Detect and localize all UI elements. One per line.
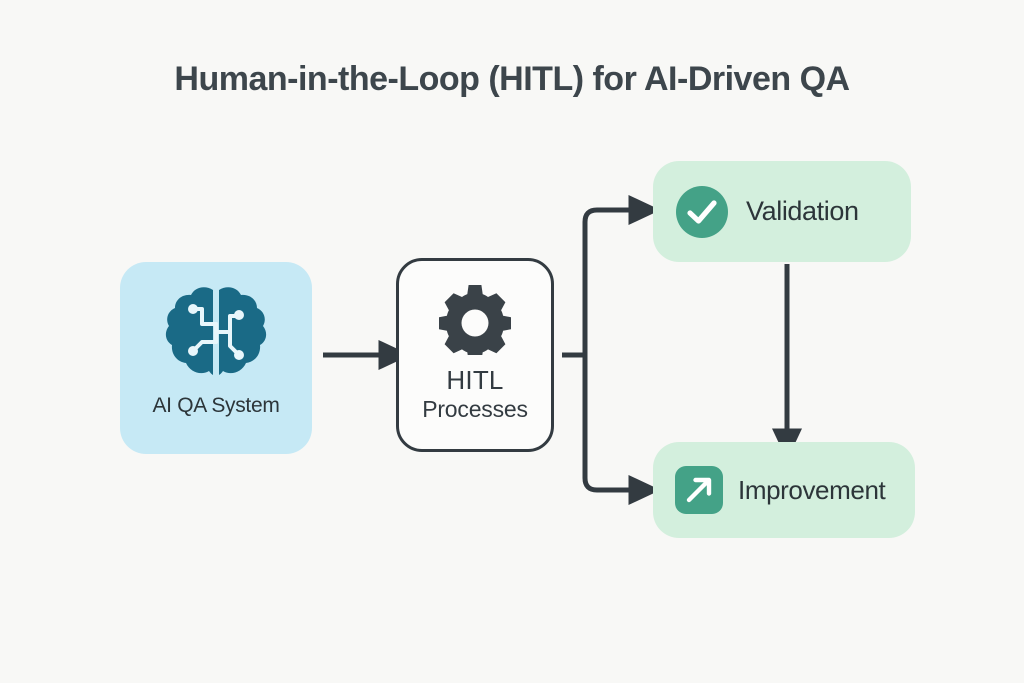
node-ai-qa-system-label: AI QA System bbox=[152, 394, 280, 417]
gear-icon bbox=[399, 283, 551, 361]
edge-hitl-to-improvement bbox=[582, 351, 661, 505]
node-hitl-processes-label-line1: HITL bbox=[446, 365, 504, 395]
node-improvement-label: Improvement bbox=[738, 474, 886, 505]
node-ai-qa-system[interactable]: AI QA System bbox=[120, 262, 312, 454]
arrow-up-right-icon bbox=[674, 465, 724, 515]
edge-hitl-to-validation bbox=[582, 195, 661, 359]
node-improvement[interactable]: Improvement bbox=[653, 442, 915, 538]
node-validation-label: Validation bbox=[746, 196, 859, 226]
node-validation[interactable]: Validation bbox=[653, 161, 911, 262]
page-title: Human-in-the-Loop (HITL) for AI-Driven Q… bbox=[174, 60, 850, 98]
check-circle-icon bbox=[674, 184, 730, 240]
brain-circuit-icon bbox=[120, 284, 312, 384]
node-hitl-processes[interactable]: HITL Processes bbox=[396, 258, 554, 452]
node-hitl-processes-label-line2: Processes bbox=[422, 396, 528, 422]
